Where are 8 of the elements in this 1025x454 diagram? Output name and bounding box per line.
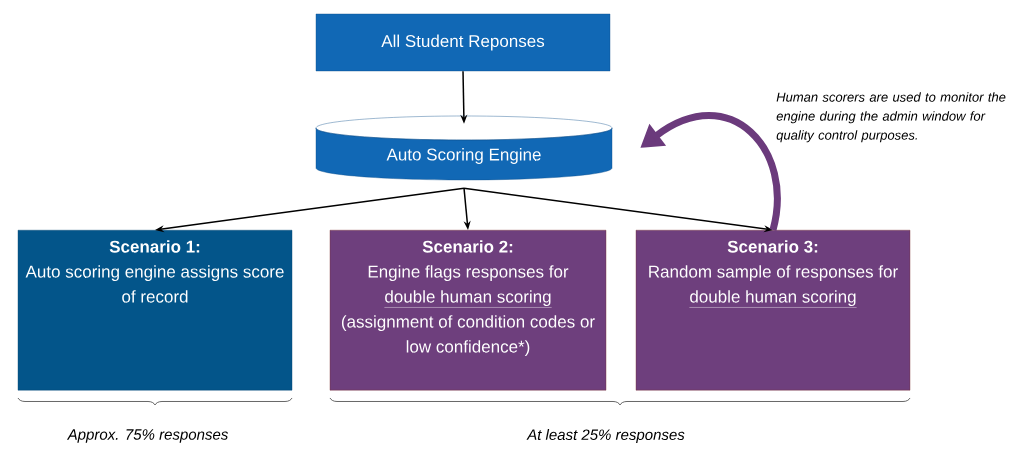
percentage-label: Approx. 75% responses <box>66 429 228 443</box>
scenario-box: Scenario 1: Auto scoring engine assigns score of record <box>17 230 293 391</box>
database-cylinder: Auto Scoring Engine <box>315 115 613 181</box>
percentage-label: At least 25% responses <box>526 429 685 443</box>
scenario-box: Scenario 2: Engine flags responses for double human scoring (assignment of condition codes or low confidence*) <box>329 230 607 391</box>
process-box: All Student Reponses <box>315 13 611 72</box>
scenario-box: Scenario 3: Random sample of responses for double human scoring <box>635 230 911 391</box>
note-text: Human scorers are used to monitor the engine during the admin window for quality control purposes. <box>776 92 1006 143</box>
